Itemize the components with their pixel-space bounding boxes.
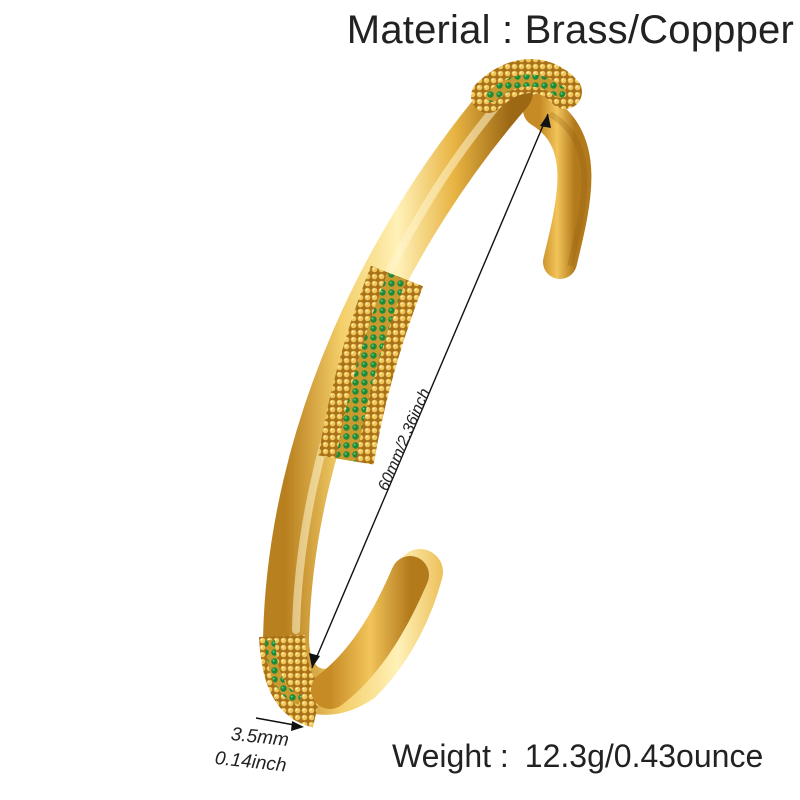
weight-info: Weight : 12.3g/0.43ounce	[392, 738, 763, 775]
width-arrow-head	[291, 721, 304, 731]
weight-value: 12.3g/0.43ounce	[524, 738, 764, 774]
bangle-back-arm-shadow	[548, 111, 588, 267]
bangle-front-end	[311, 556, 429, 709]
bottom-stone-emeralds	[265, 639, 302, 705]
length-arrow-line	[311, 113, 549, 669]
length-arrow-head-top	[540, 114, 551, 128]
weight-label: Weight :	[392, 738, 509, 774]
bottom-stone-band	[259, 634, 325, 728]
length-arrow-head-bottom	[309, 653, 320, 668]
material-title: Material : Brass/Coppper	[346, 8, 794, 52]
middle-stone-emeralds	[336, 272, 407, 462]
top-stone-emeralds	[486, 74, 566, 102]
bangle-back-arm	[523, 93, 592, 279]
